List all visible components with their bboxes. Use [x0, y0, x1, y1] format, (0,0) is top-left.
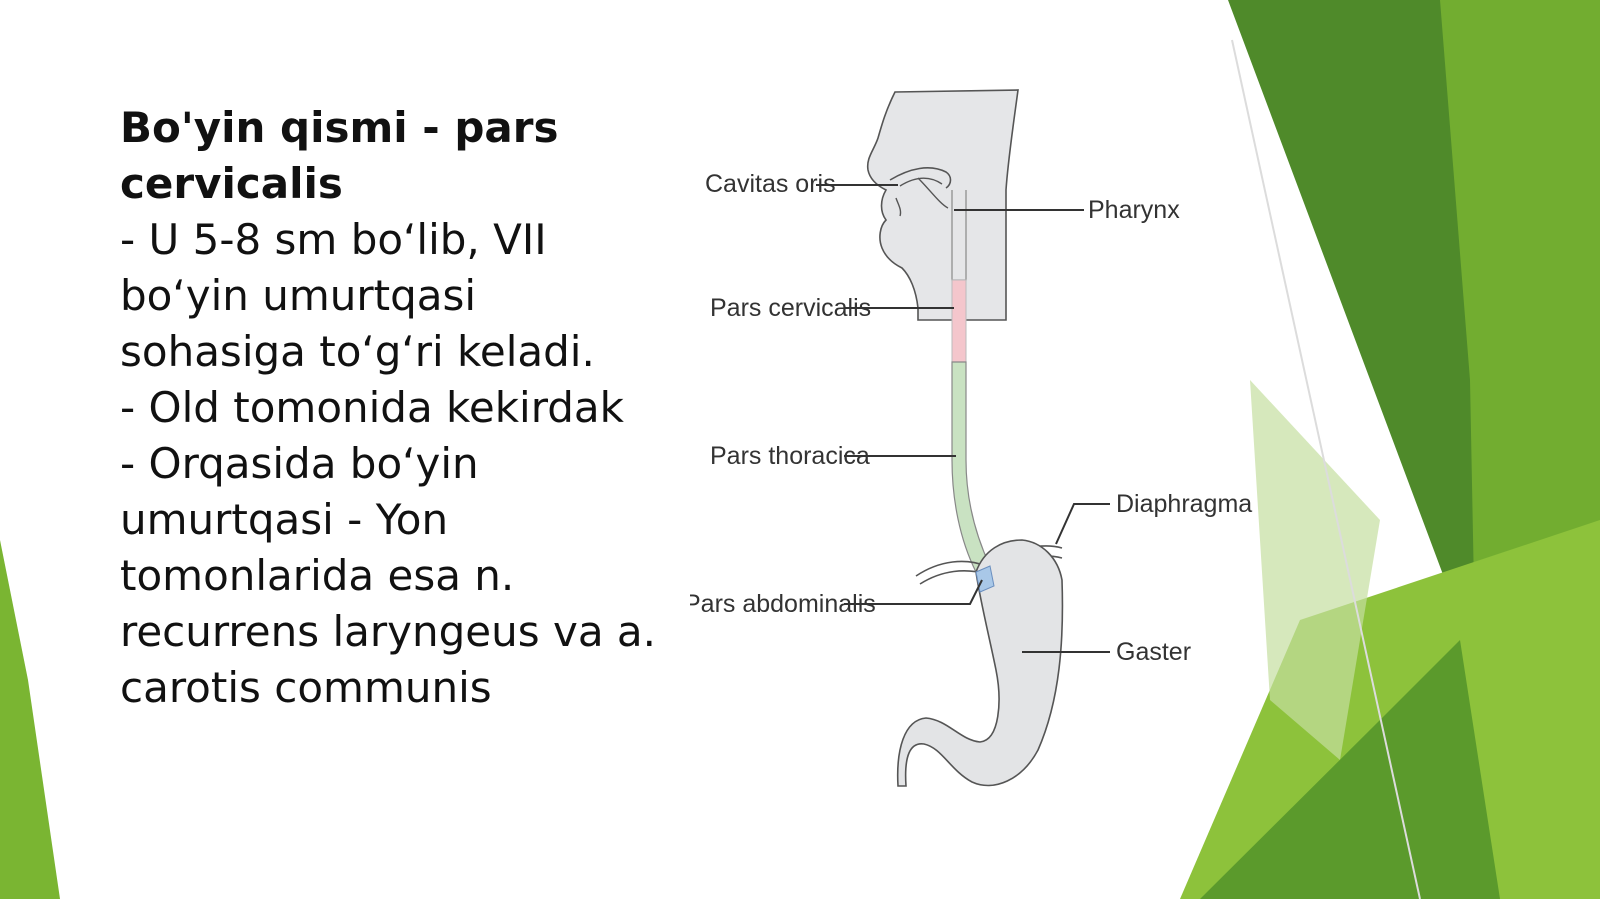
pars-cervicalis-segment	[951, 279, 967, 363]
oral-cavity	[889, 167, 952, 189]
leader-diaphragma	[1055, 503, 1110, 545]
body-line: - U 5-8 sm bo‘lib, VII	[120, 215, 547, 264]
label-pars-cervicalis: Pars cervicalis	[710, 294, 871, 322]
gaster-outline	[896, 539, 1064, 787]
label-gaster: Gaster	[1116, 638, 1191, 666]
deco-shape-right-pale	[1250, 380, 1380, 760]
label-cavitas-oris: Cavitas oris	[705, 170, 836, 198]
heading-line: cervicalis	[120, 159, 343, 208]
esophagus-diagram: Cavitas oris Pharynx Pars cervicalis Par…	[690, 89, 1252, 787]
body-line: recurrens laryngeus va a.	[120, 607, 656, 656]
slide-heading: Bo'yin qismi - pars cervicalis	[120, 100, 680, 212]
deco-shape-right-light	[1180, 520, 1600, 899]
heading-line: Bo'yin qismi - pars	[120, 103, 559, 152]
body-line: umurtqasi - Yon	[120, 495, 449, 544]
body-line: sohasiga to‘g‘ri keladi.	[120, 327, 595, 376]
pharynx-tube	[951, 190, 967, 281]
slide-body: - U 5-8 sm bo‘lib, VII bo‘yin umurtqasi …	[120, 212, 680, 716]
leader-pars-abdominalis	[844, 579, 983, 605]
pars-thoracica-segment	[951, 361, 991, 573]
body-line: carotis communis	[120, 663, 492, 712]
body-line: tomonlarida esa n.	[120, 551, 515, 600]
body-line: bo‘yin umurtqasi	[120, 271, 477, 320]
label-pars-abdominalis: Pars abdominalis	[690, 590, 876, 618]
body-line: - Old tomonida kekirdak	[120, 383, 624, 432]
label-pars-thoracica: Pars thoracica	[710, 442, 870, 470]
deco-shape-left	[0, 540, 60, 899]
label-diaphragma: Diaphragma	[1116, 490, 1252, 518]
label-pharynx: Pharynx	[1088, 196, 1180, 224]
slide-text: Bo'yin qismi - pars cervicalis - U 5-8 s…	[120, 100, 680, 716]
deco-line	[1231, 39, 1421, 899]
deco-shape-bottom-dark	[1200, 640, 1500, 899]
body-line: - Orqasida bo‘yin	[120, 439, 479, 488]
